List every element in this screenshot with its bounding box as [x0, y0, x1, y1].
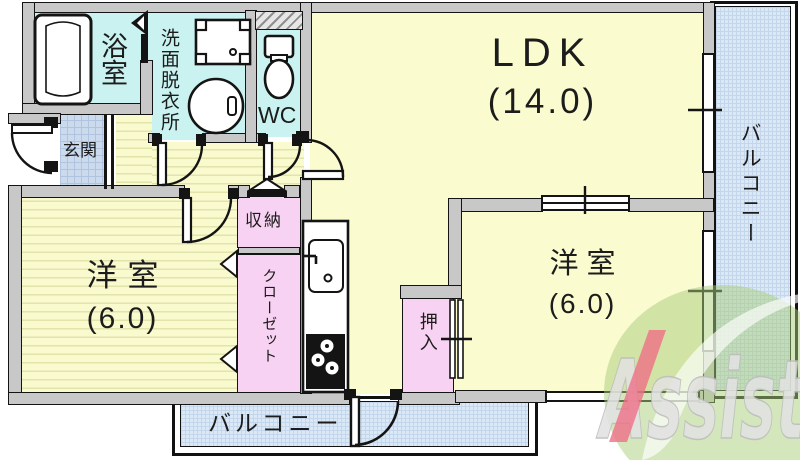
wall-porch-stub	[8, 113, 61, 124]
ldk-label: LDK (14.0)	[445, 30, 640, 122]
hallway-floor-a	[116, 115, 152, 192]
wall-storage-divider	[238, 247, 300, 254]
wall-bottom-mid	[398, 392, 460, 405]
wall-closet-east	[300, 177, 312, 394]
bathroom-label: 浴室	[97, 32, 128, 86]
bedroom-right-label: 洋室 (6.0)	[495, 248, 670, 321]
wall-leftroom-left	[8, 185, 22, 405]
wall-bath-washroom	[140, 60, 153, 115]
bathroom-floor	[34, 12, 152, 107]
wall-ldk-rightroom-vert	[448, 198, 462, 292]
wall-storage-stub-l	[238, 185, 250, 198]
toilet-label: WC	[258, 102, 297, 128]
pipe-shaft-hatch	[255, 11, 303, 30]
wall-storage-stub-r	[284, 185, 300, 198]
ldk-name: LDK	[491, 31, 594, 75]
wall-bottom-left	[8, 392, 350, 405]
bedroom-right-window-east	[702, 230, 715, 352]
wall-right-c	[703, 350, 715, 403]
bedroom-left-label: 洋室 (6.0)	[30, 258, 215, 336]
entrance-porch	[22, 115, 62, 187]
wall-bath-left	[22, 2, 35, 114]
bedroom-right-area: (6.0)	[548, 288, 617, 320]
oshiire-label: 押入	[417, 312, 438, 354]
entrance-step-line-b	[111, 115, 114, 189]
bedroom-left-name: 洋室	[86, 258, 169, 293]
wall-ldk-rightroom-b	[628, 198, 714, 212]
storage-label: 収納	[245, 211, 283, 230]
bedroom-right-sliding-door-b	[541, 202, 630, 211]
bedroom-right-window-south	[545, 391, 700, 402]
bedroom-right-name: 洋室	[549, 248, 624, 280]
wall-oshiire-top	[400, 285, 462, 299]
ldk-area: (14.0)	[487, 82, 598, 121]
closet-label: クローゼット	[260, 268, 278, 364]
wall-ldk-rightroom-a	[448, 198, 543, 212]
entrance-tile	[60, 113, 106, 191]
balcony-right-label: バルコニー	[738, 122, 762, 247]
entrance-step-line-a	[104, 115, 107, 189]
ldk-floor	[310, 10, 708, 200]
wall-rightroom-bottom-a	[455, 390, 547, 403]
bedroom-left-area: (6.0)	[86, 301, 159, 335]
wall-top	[22, 2, 714, 13]
entrance-label: 玄関	[63, 141, 97, 160]
wall-leftroom-top-a	[8, 185, 185, 198]
balcony-bottom-label: バルコニー	[208, 410, 343, 436]
washroom-label: 洗面脱衣所	[157, 28, 179, 133]
ldk-window-right	[702, 53, 715, 173]
wall-right-a	[703, 2, 715, 55]
